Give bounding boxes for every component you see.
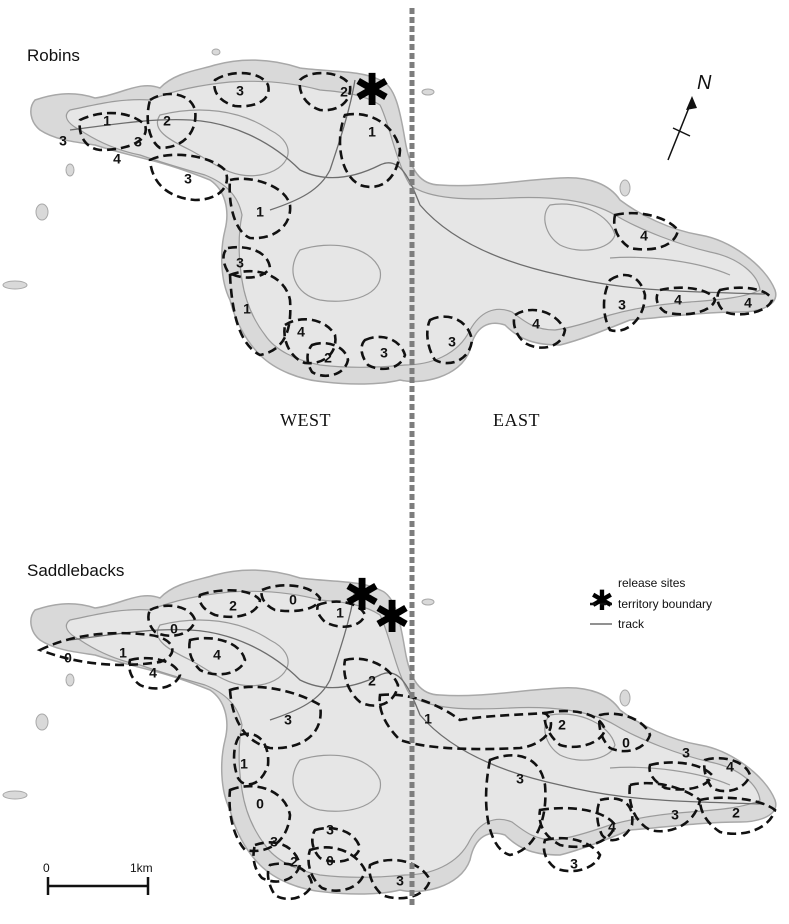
saddleback-territory-label: 2 xyxy=(229,598,237,614)
robins-territory-label: 4 xyxy=(113,151,121,167)
scale-end-label: 1km xyxy=(130,861,153,875)
west-region-label: WEST xyxy=(280,410,331,430)
scale-start-label: 0 xyxy=(43,861,50,875)
robins-territory-label: 3 xyxy=(236,255,244,271)
saddleback-territory-label: 3 xyxy=(671,807,679,823)
saddleback-territory-label: 4 xyxy=(726,759,734,775)
robins-territory-label: 3 xyxy=(448,334,456,350)
saddleback-territory-label: 1 xyxy=(240,756,248,772)
saddleback-territory-label: 3 xyxy=(326,822,334,838)
robins-territory-label: 2 xyxy=(163,113,171,129)
saddleback-territory-label: 3 xyxy=(570,856,578,872)
saddlebacks-panel-title: Saddlebacks xyxy=(27,561,125,580)
legend-track-label: track xyxy=(618,617,645,631)
robins-territory-label: 3 xyxy=(380,345,388,361)
legend-release-icon: ✱ xyxy=(590,584,613,617)
robins-territory-labels: 1 3 3 2 4 3 3 2 1 1 3 1 4 2 3 3 4 3 4 4 xyxy=(59,83,682,366)
legend-release-label: release sites xyxy=(618,576,685,590)
saddleback-territory-label: 1 xyxy=(424,711,432,727)
robins-territory-label: 4 xyxy=(532,316,540,332)
saddleback-territory-label: 3 xyxy=(516,771,524,787)
robins-territory-label: 2 xyxy=(324,350,332,366)
saddleback-territory-label: 3 xyxy=(396,873,404,889)
robins-territory-label: 3 xyxy=(134,134,142,150)
saddleback-territory-labels: 0 1 0 2 0 1 4 4 3 2 1 1 2 0 3 4 3 3 2 3 … xyxy=(64,592,740,889)
saddleback-territory-label: 2 xyxy=(290,854,298,870)
saddleback-territory-label: 0 xyxy=(170,621,178,637)
robins-territory-label: 4 xyxy=(674,292,682,308)
saddleback-territory-label: 1 xyxy=(336,605,344,621)
saddleback-territory-label: 0 xyxy=(64,650,72,666)
saddleback-territory-label: 4 xyxy=(149,665,157,681)
saddleback-territory-label: 3 xyxy=(270,834,278,850)
saddleback-territory-label: 0 xyxy=(326,853,334,869)
saddleback-territory-label: 0 xyxy=(289,592,297,608)
saddleback-territory-label: 3 xyxy=(284,712,292,728)
east-region-label: EAST xyxy=(493,410,540,430)
robins-territory-label: 3 xyxy=(236,83,244,99)
scale-bar: 0 1km xyxy=(43,861,153,895)
saddleback-territory-label: 0 xyxy=(622,735,630,751)
robins-territory-label: 1 xyxy=(256,204,264,220)
saddleback-territory-label: 0 xyxy=(256,796,264,812)
robins-territory-label: 2 xyxy=(340,84,348,100)
saddleback-territory-label: 2 xyxy=(558,717,566,733)
release-site-icon: ✱ xyxy=(374,592,411,643)
robins-territory-label: 1 xyxy=(243,301,251,317)
map-legend: ✱ release sites territory boundary track xyxy=(590,576,712,631)
saddleback-territory-label: 2 xyxy=(732,805,740,821)
north-label: N xyxy=(697,72,712,94)
release-site-icon: ✱ xyxy=(344,570,381,621)
robins-territory-label: 4 xyxy=(744,295,752,311)
robins-territory-label: 1 xyxy=(368,124,376,140)
saddleback-territory-label: 4 xyxy=(608,819,616,835)
release-site-icon: ✱ xyxy=(354,65,391,116)
robins-map-panel: 1 3 3 2 4 3 3 2 1 1 3 1 4 2 3 3 4 3 4 4 … xyxy=(2,48,777,385)
robins-territory-label: 3 xyxy=(184,171,192,187)
north-arrow-icon xyxy=(667,96,697,161)
robins-territory-label: 3 xyxy=(618,297,626,313)
robins-panel-title: Robins xyxy=(27,46,80,65)
saddleback-territory-label: 4 xyxy=(213,647,221,663)
robins-territory-label: 4 xyxy=(297,324,305,340)
robins-territory-label: 3 xyxy=(59,133,67,149)
saddleback-territory-label: 2 xyxy=(368,673,376,689)
saddlebacks-map-panel: 0 1 0 2 0 1 4 4 3 2 1 1 2 0 3 4 3 3 2 3 … xyxy=(2,569,777,901)
saddleback-territory-label: 1 xyxy=(119,645,127,661)
legend-boundary-label: territory boundary xyxy=(618,597,712,611)
robins-territory-label: 1 xyxy=(103,113,111,129)
saddleback-territory-label: 3 xyxy=(682,745,690,761)
robins-territory-label: 4 xyxy=(640,228,648,244)
